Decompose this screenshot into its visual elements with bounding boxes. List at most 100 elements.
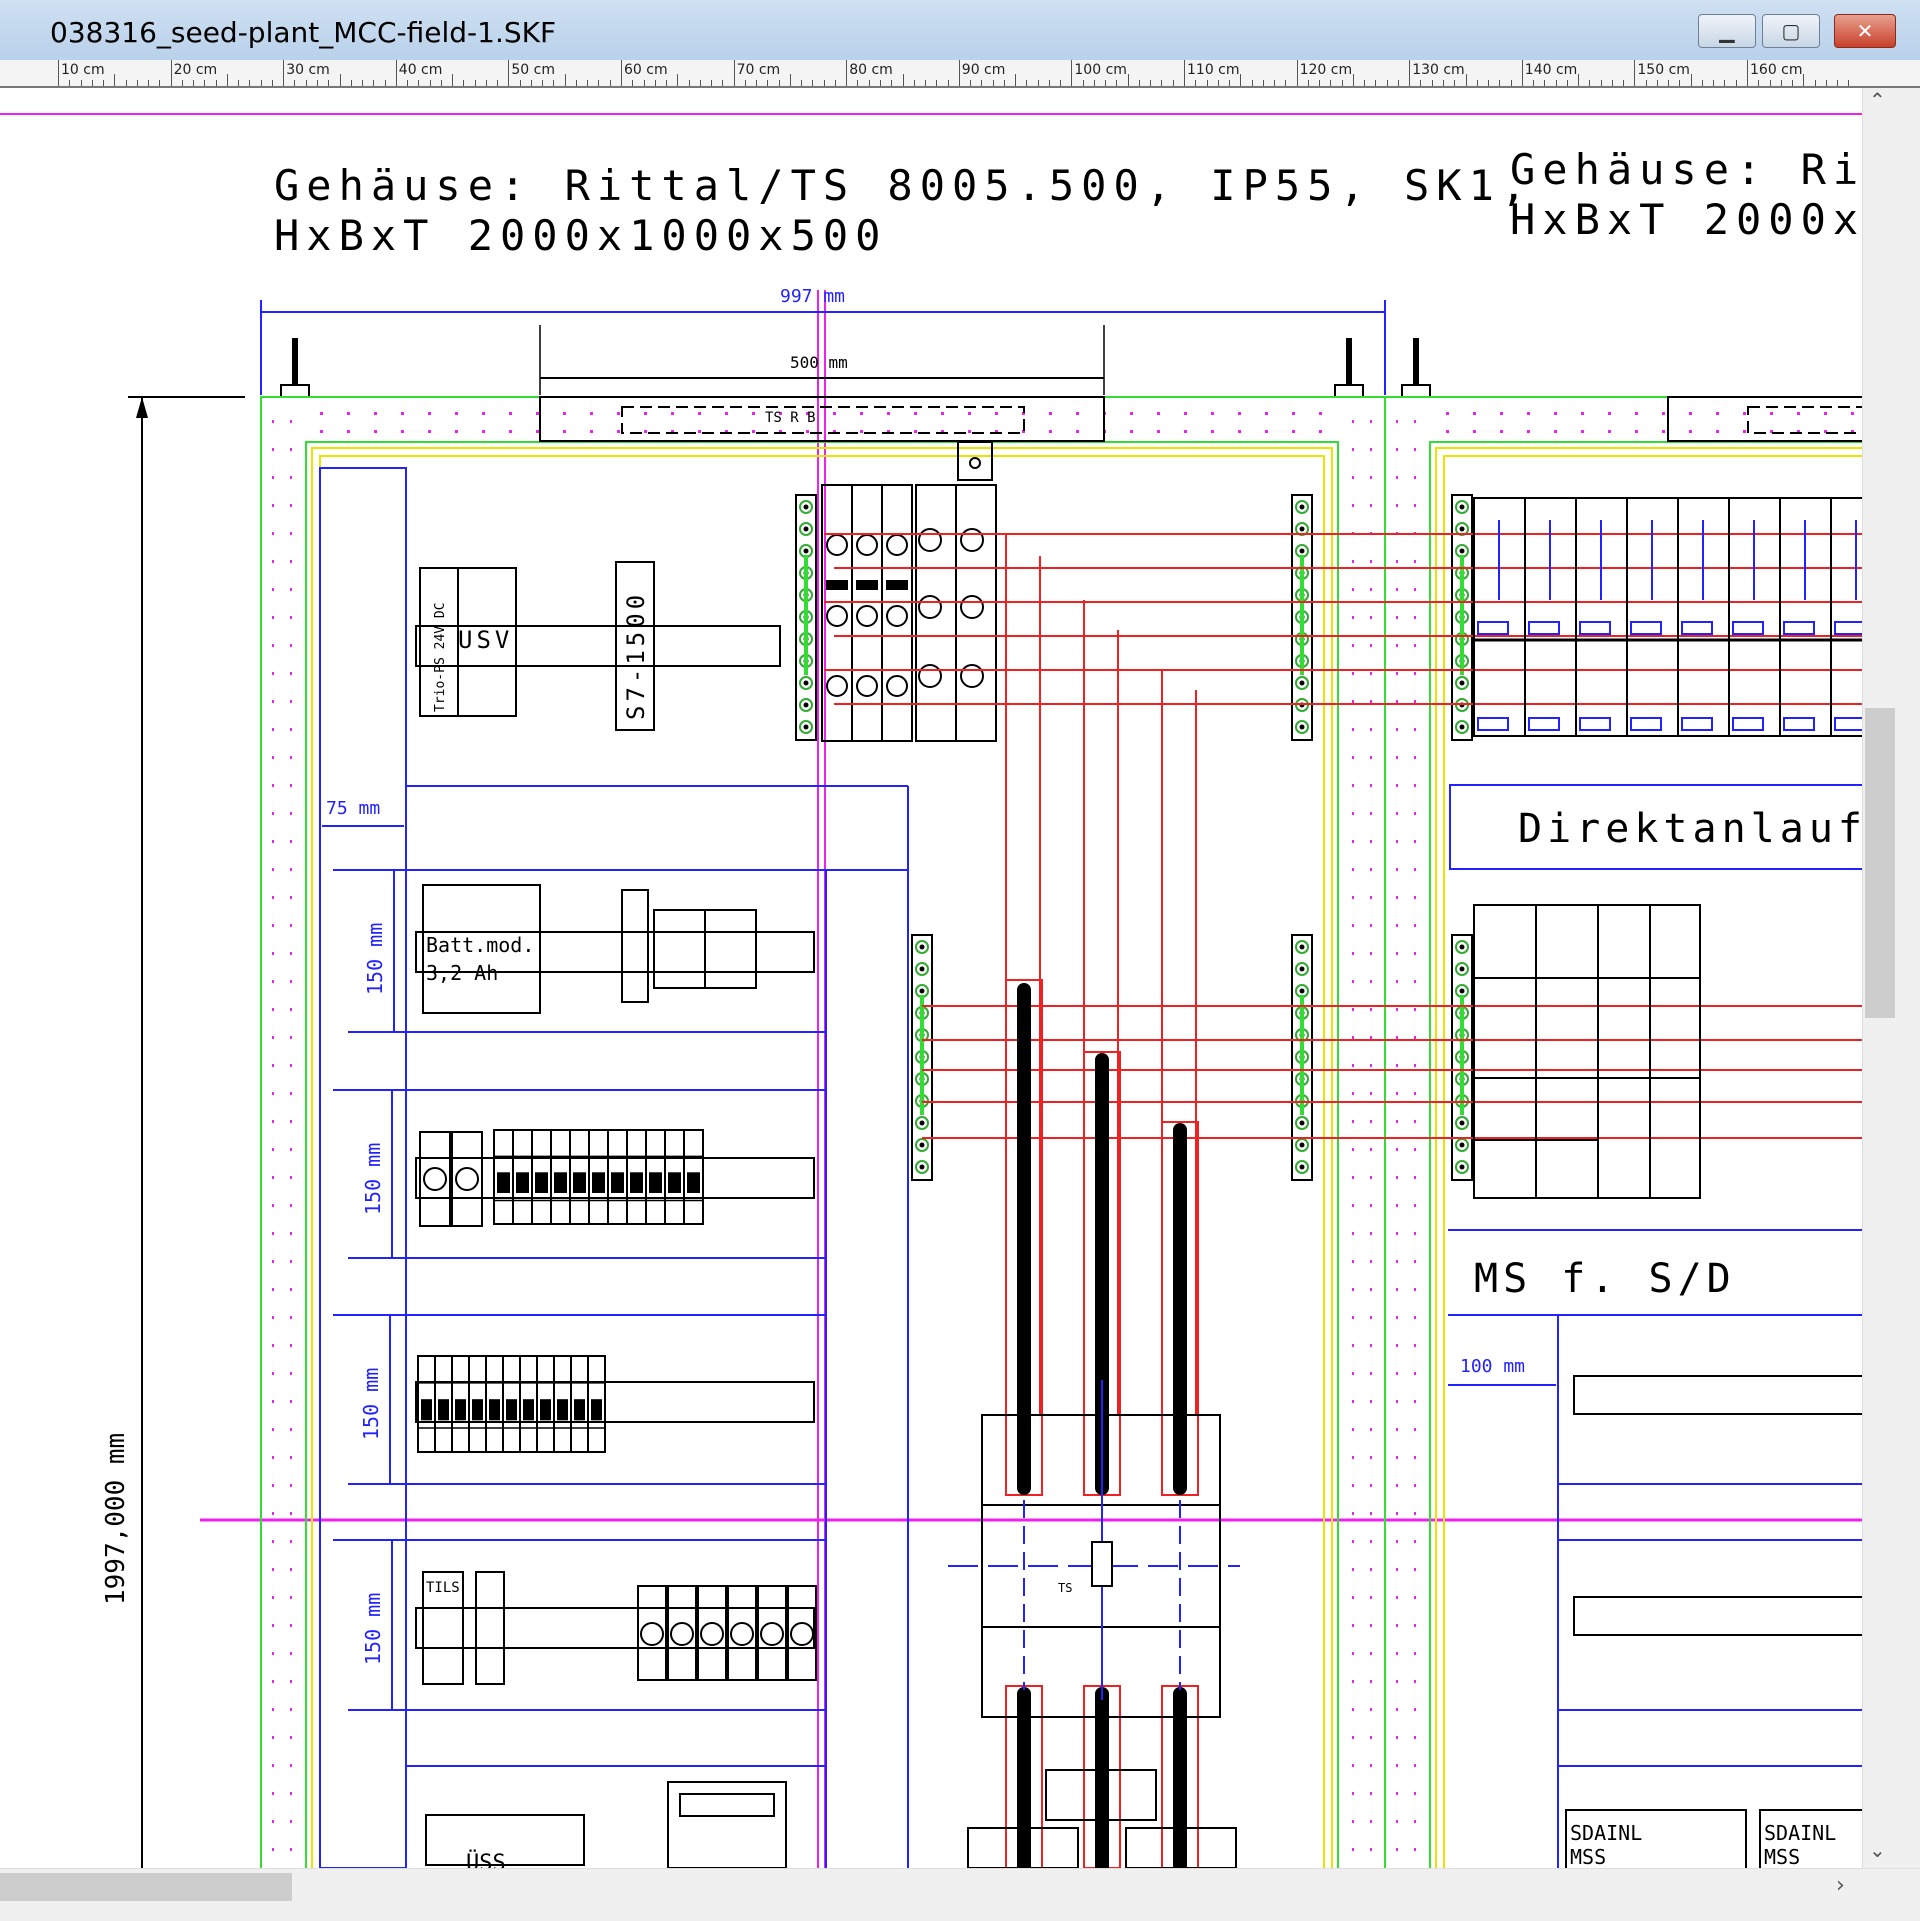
hole-dot — [272, 1568, 274, 1571]
hole-dot — [1414, 616, 1416, 619]
hole-dot — [617, 430, 620, 433]
ruler-minor-tick — [1713, 80, 1715, 86]
close-button[interactable]: ✕ — [1834, 14, 1896, 48]
ruler-minor-tick — [193, 80, 195, 86]
hole-dot — [1319, 430, 1322, 433]
terminal-screw — [1299, 1164, 1305, 1170]
hole-dot — [272, 560, 274, 563]
hole-dot — [1743, 412, 1746, 415]
hole-dot — [1396, 588, 1398, 591]
hole-dot — [290, 672, 292, 675]
hole-dot — [1414, 1456, 1416, 1459]
hole-dot — [1370, 868, 1372, 871]
ruler-minor-tick — [215, 80, 217, 86]
contactor-pole — [856, 605, 878, 627]
hole-dot — [1396, 420, 1398, 423]
ruler-minor-tick — [553, 80, 555, 86]
module — [1830, 497, 1862, 737]
ruler-minor-tick — [238, 80, 240, 86]
hole-dot — [1157, 430, 1160, 433]
hole-dot — [1352, 1848, 1354, 1851]
fuse — [670, 1622, 694, 1646]
hole-dot — [509, 430, 512, 433]
hole-dot — [1396, 700, 1398, 703]
hole-dot — [1414, 1204, 1416, 1207]
hole-dot — [1352, 1680, 1354, 1683]
hole-dot — [1370, 1008, 1372, 1011]
ruler-minor-tick — [204, 80, 206, 86]
ruler-tick — [508, 60, 510, 86]
hole-dot — [1352, 1148, 1354, 1151]
hole-dot — [1396, 504, 1398, 507]
hole-dot — [290, 1680, 292, 1683]
scroll-up-icon[interactable]: ⌃ — [1869, 88, 1886, 112]
hole-dot — [1414, 1400, 1416, 1403]
ruler-label: 80 cm — [849, 62, 893, 78]
hole-dot — [272, 1428, 274, 1431]
ruler-minor-tick — [260, 80, 262, 86]
rail-label: TS R B — [765, 410, 816, 426]
breaker-toggle — [574, 1399, 585, 1421]
ruler-minor-tick — [823, 80, 825, 86]
ruler-minor-tick — [114, 74, 116, 86]
scroll-right-icon[interactable]: › — [1836, 1873, 1845, 1898]
hole-dot — [455, 430, 458, 433]
hole-dot — [1352, 1316, 1354, 1319]
vertical-scroll-thumb[interactable] — [1865, 708, 1895, 1018]
ruler-minor-tick — [181, 80, 183, 86]
ruler-minor-tick — [1364, 80, 1366, 86]
terminal-strip — [1451, 934, 1473, 1181]
ruler-minor-tick — [632, 80, 634, 86]
hole-dot — [1370, 1792, 1372, 1795]
hole-dot — [806, 430, 809, 433]
terminal-screw — [1299, 548, 1305, 554]
hole-dot — [290, 1288, 292, 1291]
hole-dot — [1396, 1680, 1398, 1683]
hole-dot — [272, 616, 274, 619]
terminal-screw — [803, 724, 809, 730]
hole-dot — [1352, 840, 1354, 843]
fuse — [423, 1167, 447, 1191]
ruler-minor-tick — [1240, 74, 1242, 86]
hole-dot — [272, 1484, 274, 1487]
hole-dot — [1396, 924, 1398, 927]
vertical-scrollbar[interactable]: ⌃ ⌄ — [1862, 88, 1920, 1868]
scroll-down-icon[interactable]: ⌄ — [1869, 1838, 1886, 1862]
hole-dot — [455, 412, 458, 415]
hole-dot — [1370, 1680, 1372, 1683]
hole-dot — [1352, 420, 1354, 423]
hole-dot — [941, 412, 944, 415]
hole-dot — [914, 430, 917, 433]
hole-dot — [1370, 896, 1372, 899]
breaker-toggle — [516, 1172, 529, 1193]
terminal-screw — [1299, 988, 1305, 994]
ruler-minor-tick — [1476, 80, 1478, 86]
ruler-minor-tick — [1060, 80, 1062, 86]
hole-dot — [1352, 1568, 1354, 1571]
horizontal-scroll-thumb[interactable] — [0, 1873, 292, 1901]
hole-dot — [1370, 1316, 1372, 1319]
module-mark — [1681, 621, 1713, 635]
hole-dot — [1396, 812, 1398, 815]
hole-dot — [1370, 1036, 1372, 1039]
minimize-button[interactable]: ▁ — [1698, 14, 1756, 48]
module-mark — [1579, 717, 1611, 731]
hole-dot — [1608, 412, 1611, 415]
maximize-button[interactable]: ▢ — [1762, 14, 1820, 48]
terminal-strip — [1291, 494, 1313, 741]
plc-label: S7-1500 — [622, 591, 650, 720]
ruler-minor-tick — [688, 80, 690, 86]
hole-dot — [1370, 1176, 1372, 1179]
dim-150-label: 150 mm — [363, 923, 387, 995]
hole-dot — [1414, 560, 1416, 563]
horizontal-scrollbar[interactable]: › — [0, 1868, 1920, 1921]
hole-dot — [671, 430, 674, 433]
hole-dot — [1414, 1008, 1416, 1011]
hole-dot — [1370, 644, 1372, 647]
ruler-minor-tick — [699, 80, 701, 86]
terminal-screw — [803, 548, 809, 554]
hole-dot — [1352, 1344, 1354, 1347]
hole-dot — [1396, 1540, 1398, 1543]
drawing-canvas[interactable]: Gehäuse: Rittal/TS 8005.500, IP55, SK1, … — [0, 88, 1862, 1868]
hole-dot — [290, 700, 292, 703]
